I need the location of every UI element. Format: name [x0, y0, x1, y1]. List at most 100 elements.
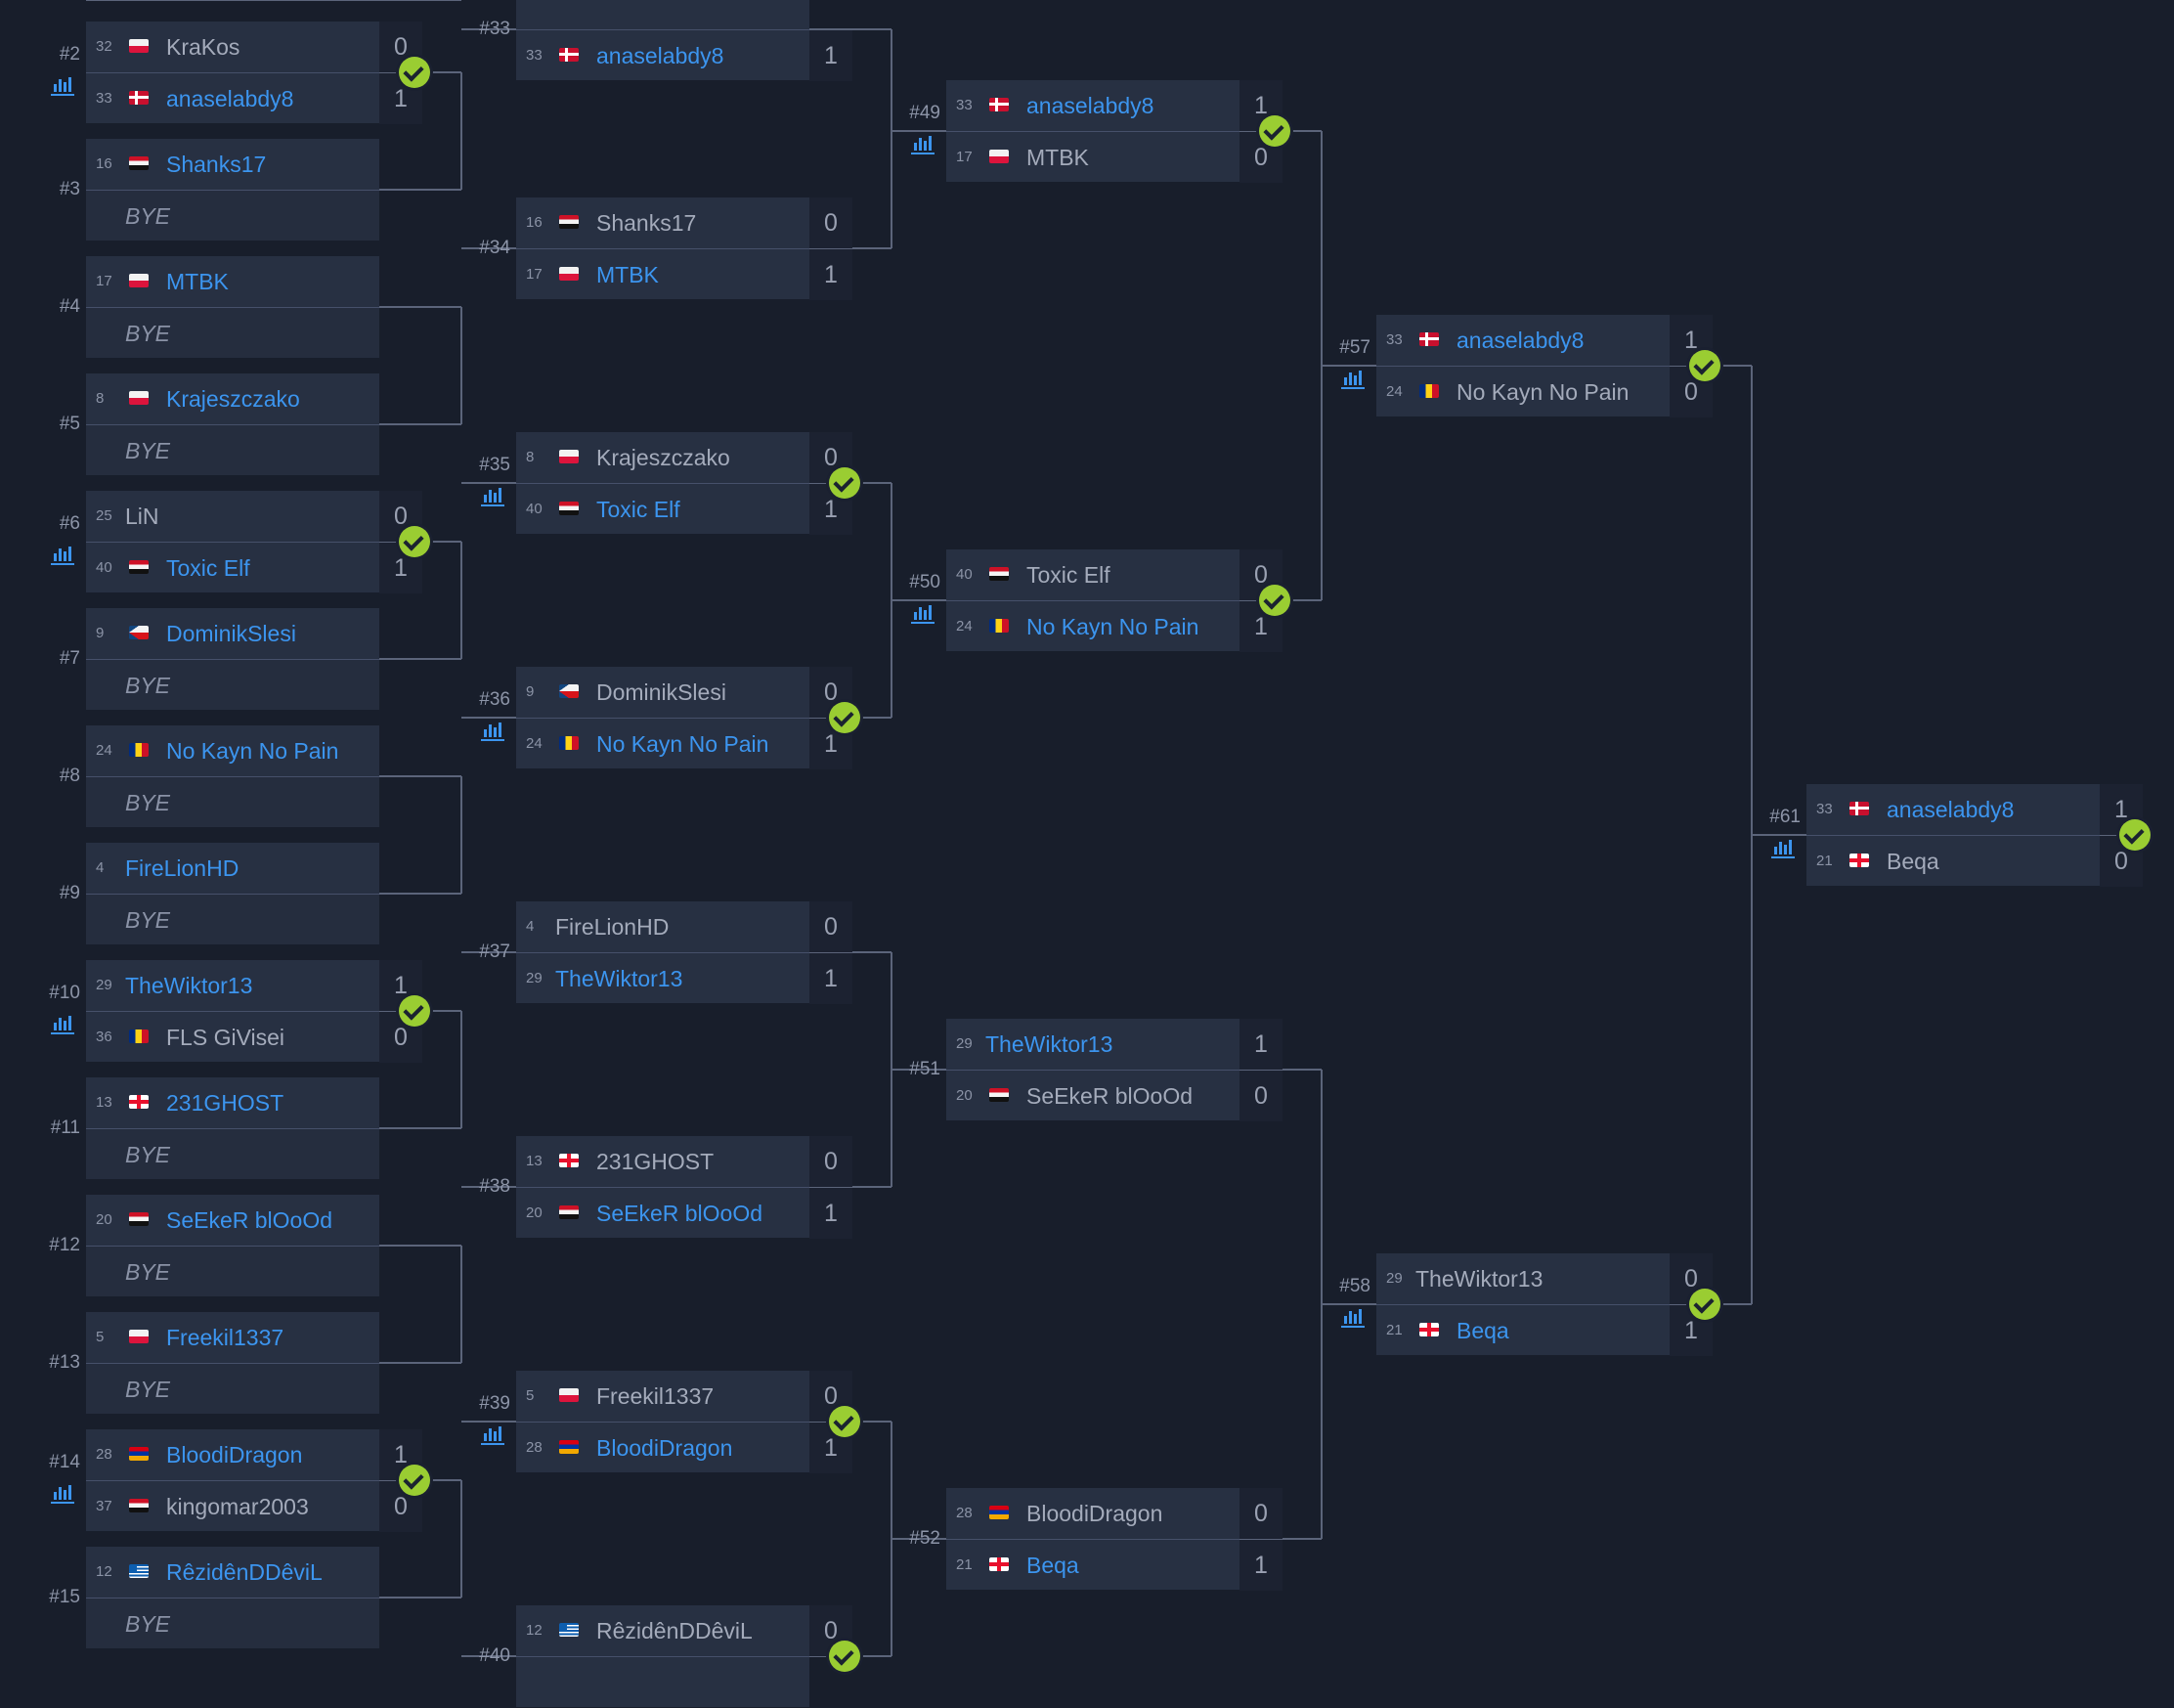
participant-name[interactable]: RêzidênDDêviL — [166, 1559, 323, 1585]
participant-slot[interactable]: BYE — [86, 1128, 379, 1179]
participant-name[interactable]: Freekil1337 — [596, 1383, 715, 1409]
match-stats-icon[interactable] — [51, 76, 74, 96]
participant-name[interactable]: SeEkeR blOoOd — [1026, 1083, 1194, 1109]
participant-name[interactable]: anaselabdy8 — [166, 86, 294, 111]
match-stats-icon[interactable] — [51, 1015, 74, 1034]
match-stats-icon[interactable] — [481, 487, 504, 506]
match-stats-icon[interactable] — [911, 135, 935, 154]
participant-name[interactable]: kingomar2003 — [166, 1494, 309, 1519]
participant-slot[interactable] — [516, 1656, 809, 1707]
participant-name[interactable]: 231GHOST — [166, 1090, 284, 1116]
participant-slot[interactable]: BYE — [86, 1598, 379, 1648]
participant-name[interactable]: anaselabdy8 — [1457, 328, 1585, 353]
participant-name[interactable]: No Kayn No Pain — [596, 731, 769, 757]
participant-name[interactable]: RêzidênDDêviL — [596, 1618, 753, 1643]
participant-name[interactable]: Toxic Elf — [166, 555, 250, 581]
match-stats-icon[interactable] — [481, 1425, 504, 1445]
participant-name[interactable]: BloodiDragon — [596, 1435, 733, 1461]
participant-name[interactable]: Beqa — [1887, 849, 1939, 874]
participant-name[interactable]: FireLionHD — [555, 914, 670, 940]
participant-name[interactable]: Toxic Elf — [1026, 562, 1110, 588]
participant-name[interactable]: KraKos — [166, 34, 240, 60]
participant-name[interactable]: FireLionHD — [125, 855, 239, 881]
match-stats-icon[interactable] — [911, 604, 935, 624]
match-stats-icon[interactable] — [1341, 370, 1365, 389]
participant-name[interactable]: DominikSlesi — [166, 621, 296, 646]
match-stats-icon[interactable] — [1341, 1308, 1365, 1328]
participant-name[interactable]: BloodiDragon — [1026, 1501, 1163, 1526]
participant-name[interactable]: No Kayn No Pain — [1026, 614, 1199, 639]
participant-name[interactable]: Toxic Elf — [596, 497, 680, 522]
match-stats-icon[interactable] — [1771, 839, 1795, 858]
participant-name[interactable]: anaselabdy8 — [1026, 93, 1154, 118]
match-stats-icon[interactable] — [51, 1484, 74, 1504]
participant-slot[interactable]: BYE — [86, 307, 379, 358]
participant-name[interactable]: No Kayn No Pain — [166, 738, 339, 764]
participant-name[interactable]: Beqa — [1457, 1318, 1509, 1343]
participant-name[interactable]: anaselabdy8 — [1887, 797, 2015, 822]
participant-name[interactable]: Beqa — [1026, 1553, 1079, 1578]
participant-slot[interactable]: BYE — [86, 424, 379, 475]
participant-name[interactable]: FLS GiVisei — [166, 1025, 285, 1050]
participant-name[interactable]: Krajeszczako — [166, 386, 300, 412]
participant-slot[interactable]: BYE — [86, 776, 379, 827]
participant-name[interactable]: TheWiktor13 — [1415, 1266, 1544, 1292]
participant-name[interactable]: Krajeszczako — [596, 445, 730, 470]
participant-slot[interactable]: BYE — [86, 190, 379, 241]
participant-name[interactable]: MTBK — [166, 269, 229, 294]
participant-name[interactable]: Shanks17 — [166, 152, 267, 177]
participant-slot[interactable]: BYE — [86, 1246, 379, 1296]
participant-name[interactable]: Freekil1337 — [166, 1325, 284, 1350]
participant-name[interactable]: BloodiDragon — [166, 1442, 303, 1467]
participant-slot[interactable]: BYE — [86, 894, 379, 944]
participant-name[interactable]: LiN — [125, 504, 159, 529]
match-stats-icon[interactable] — [481, 722, 504, 741]
participant-name[interactable]: TheWiktor13 — [985, 1031, 1113, 1057]
participant-name[interactable]: 231GHOST — [596, 1149, 715, 1174]
participant-slot[interactable]: BYE — [86, 659, 379, 710]
participant-name[interactable]: SeEkeR blOoOd — [166, 1207, 333, 1233]
participant-name[interactable]: TheWiktor13 — [555, 966, 683, 991]
participant-name[interactable]: SeEkeR blOoOd — [596, 1201, 763, 1226]
participant-name[interactable]: No Kayn No Pain — [1457, 379, 1630, 405]
